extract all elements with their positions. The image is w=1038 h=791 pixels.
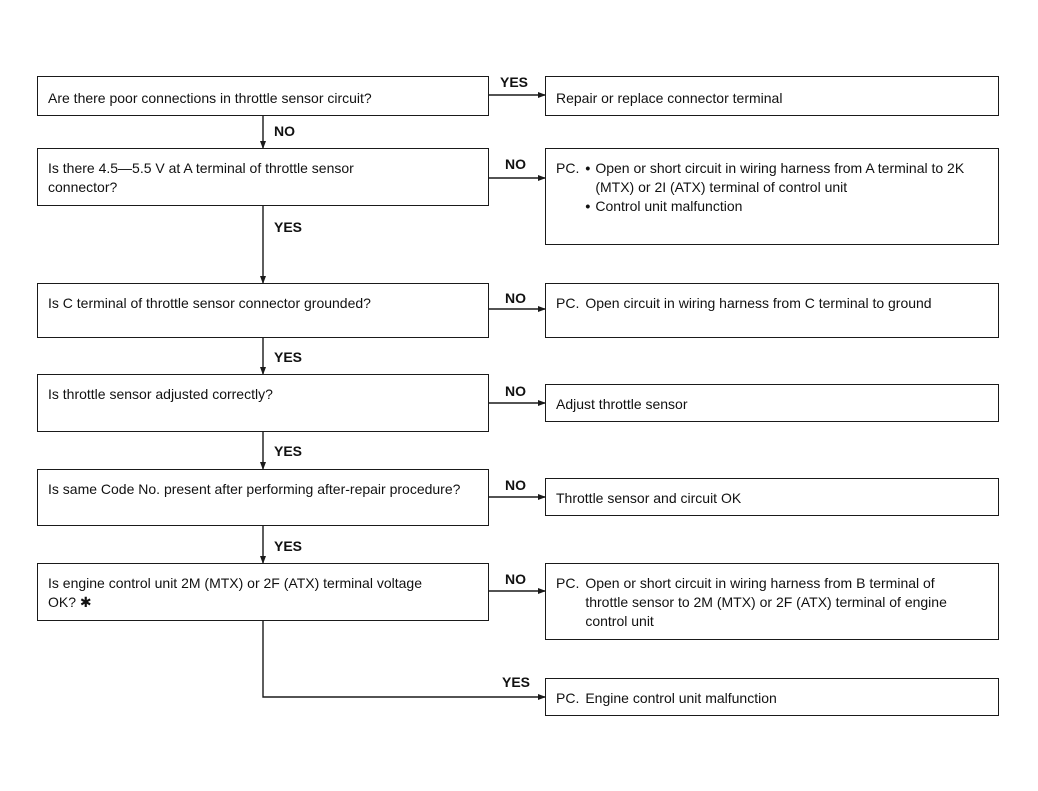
pc-prefix: PC.: [556, 690, 580, 706]
branch-label-6: NO: [505, 571, 526, 587]
question-text: Are there poor connections in throttle s…: [48, 90, 372, 106]
down-label-5: YES: [274, 538, 303, 554]
result-box-1: Repair or replace connector terminal: [545, 76, 999, 116]
result-text: Engine control unit malfunction: [585, 690, 777, 706]
question-text: Is throttle sensor adjusted correctly?: [48, 386, 273, 402]
pc-prefix: PC.: [556, 160, 580, 176]
bullet-icon: •: [585, 198, 591, 214]
result-box-4: Adjust throttle sensor: [545, 384, 999, 422]
result-box-2: PC. •Open or short circuit in wiring har…: [545, 148, 999, 245]
question-box-5: Is same Code No. present after performin…: [37, 469, 489, 526]
result-box-3: PC. Open circuit in wiring harness from …: [545, 283, 999, 338]
question-text: Is there 4.5—5.5 V at A terminal of thro…: [48, 160, 354, 195]
question-box-2: Is there 4.5—5.5 V at A terminal of thro…: [37, 148, 489, 206]
pc-prefix: PC.: [556, 575, 580, 591]
question-box-1: Are there poor connections in throttle s…: [37, 76, 489, 116]
result-box-5: Throttle sensor and circuit OK: [545, 478, 999, 516]
pc-prefix: PC.: [556, 295, 580, 311]
result-text: Open circuit in wiring harness from C te…: [585, 295, 932, 311]
question-box-6: Is engine control unit 2M (MTX) or 2F (A…: [37, 563, 489, 621]
down-label-3: YES: [274, 349, 303, 365]
branch-label-3: NO: [505, 290, 526, 306]
result-text: Open or short circuit in wiring harness …: [585, 575, 947, 629]
connector-yes-final: [262, 621, 546, 700]
question-text: Is engine control unit 2M (MTX) or 2F (A…: [48, 575, 422, 610]
down-label-4: YES: [274, 443, 303, 459]
branch-label-final: YES: [502, 674, 531, 690]
result-bullet: Open or short circuit in wiring harness …: [595, 160, 965, 195]
question-box-4: Is throttle sensor adjusted correctly?: [37, 374, 489, 432]
question-text: Is C terminal of throttle sensor connect…: [48, 295, 371, 311]
result-text: Adjust throttle sensor: [556, 396, 688, 412]
down-label-1: NO: [274, 123, 295, 139]
down-label-2: YES: [274, 219, 303, 235]
result-box-6: PC. Open or short circuit in wiring harn…: [545, 563, 999, 640]
branch-label-2: NO: [505, 156, 526, 172]
branch-label-5: NO: [505, 477, 526, 493]
branch-label-1: YES: [500, 74, 529, 90]
result-box-final: PC. Engine control unit malfunction: [545, 678, 999, 716]
question-text: Is same Code No. present after performin…: [48, 481, 461, 497]
branch-label-4: NO: [505, 383, 526, 399]
result-text: Repair or replace connector terminal: [556, 90, 783, 106]
bullet-icon: •: [585, 160, 591, 176]
result-bullet: Control unit malfunction: [595, 198, 743, 214]
result-text: Throttle sensor and circuit OK: [556, 490, 742, 506]
question-box-3: Is C terminal of throttle sensor connect…: [37, 283, 489, 338]
